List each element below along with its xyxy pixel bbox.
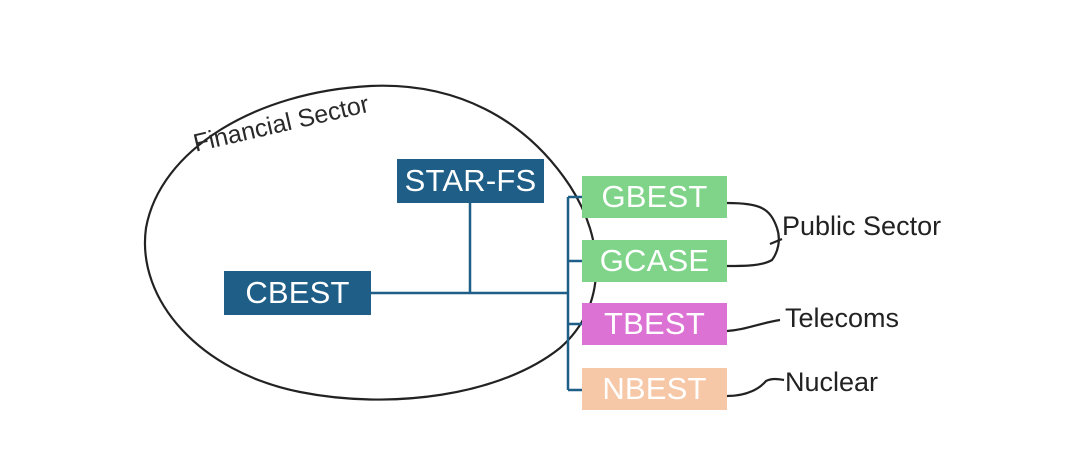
public-sector-brace <box>726 201 780 268</box>
node-gbest: GBEST <box>582 176 727 218</box>
node-star-fs: STAR-FS <box>397 159 544 203</box>
telecoms-label: Telecoms <box>785 303 900 333</box>
node-nbest: NBEST <box>582 368 727 410</box>
public-sector-tick <box>769 237 783 246</box>
node-gcase: GCASE <box>582 240 727 282</box>
node-cbest: CBEST <box>224 271 371 315</box>
public-sector-label: Public Sector <box>782 211 942 241</box>
nuclear-leader <box>726 377 785 398</box>
telecoms-leader <box>726 318 781 333</box>
financial-sector-ellipse <box>143 84 598 401</box>
nuclear-label: Nuclear <box>785 367 879 397</box>
node-tbest: TBEST <box>582 303 727 345</box>
